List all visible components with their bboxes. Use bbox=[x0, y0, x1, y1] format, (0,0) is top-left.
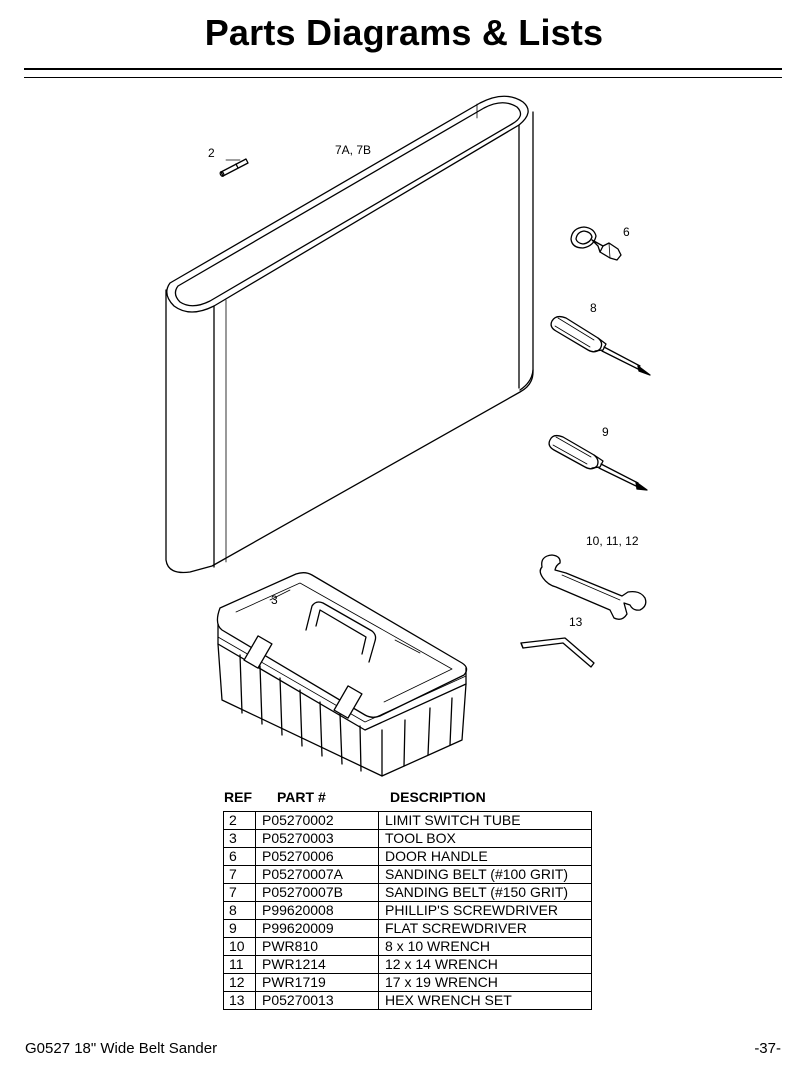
door-handle-icon bbox=[570, 226, 622, 261]
ref-cell: 8 bbox=[223, 901, 256, 920]
part-number-cell: P05270007A bbox=[255, 865, 379, 884]
callout-8: 8 bbox=[590, 301, 597, 315]
callout-3: 3 bbox=[271, 593, 278, 607]
tool-box-icon bbox=[216, 572, 468, 777]
callout-9: 9 bbox=[602, 425, 609, 439]
description-cell: TOOL BOX bbox=[378, 829, 592, 848]
description-cell: 17 x 19 WRENCH bbox=[378, 973, 592, 992]
ref-cell: 9 bbox=[223, 919, 256, 938]
parts-diagram: 2 7A, 7B 6 8 9 10, 11, 12 3 13 bbox=[165, 95, 651, 777]
header-description: DESCRIPTION bbox=[390, 789, 486, 805]
title-rule-thick bbox=[24, 68, 782, 70]
part-number-cell: P05270007B bbox=[255, 883, 379, 902]
ref-cell: 13 bbox=[223, 991, 256, 1010]
part-number-cell: P05270002 bbox=[255, 811, 379, 830]
description-cell: 12 x 14 WRENCH bbox=[378, 955, 592, 974]
ref-cell: 3 bbox=[223, 829, 256, 848]
callout-6: 6 bbox=[623, 225, 630, 239]
header-ref: REF bbox=[224, 789, 252, 805]
hex-wrench-icon bbox=[520, 637, 595, 668]
callout-7: 7A, 7B bbox=[335, 143, 371, 157]
limit-switch-tube-icon bbox=[219, 158, 249, 177]
ref-cell: 11 bbox=[223, 955, 256, 974]
part-number-cell: P99620008 bbox=[255, 901, 379, 920]
description-cell: FLAT SCREWDRIVER bbox=[378, 919, 592, 938]
title-rule-thin bbox=[24, 77, 782, 78]
ref-cell: 12 bbox=[223, 973, 256, 992]
ref-cell: 7 bbox=[223, 865, 256, 884]
callout-2: 2 bbox=[208, 146, 215, 160]
part-number-cell: P05270006 bbox=[255, 847, 379, 866]
description-cell: DOOR HANDLE bbox=[378, 847, 592, 866]
flat-screwdriver-icon bbox=[548, 434, 648, 491]
part-number-cell: P05270013 bbox=[255, 991, 379, 1010]
ref-cell: 7 bbox=[223, 883, 256, 902]
part-number-cell: PWR1719 bbox=[255, 973, 379, 992]
page-title: Parts Diagrams & Lists bbox=[204, 12, 604, 53]
footer-model: G0527 18" Wide Belt Sander bbox=[25, 1040, 218, 1057]
ref-cell: 10 bbox=[223, 937, 256, 956]
part-number-cell: PWR810 bbox=[255, 937, 379, 956]
description-cell: HEX WRENCH SET bbox=[378, 991, 592, 1010]
sanding-belt-icon bbox=[165, 95, 534, 574]
part-number-cell: P99620009 bbox=[255, 919, 379, 938]
ref-cell: 2 bbox=[223, 811, 256, 830]
wrench-icon bbox=[539, 554, 647, 620]
ref-cell: 6 bbox=[223, 847, 256, 866]
part-number-cell: P05270003 bbox=[255, 829, 379, 848]
description-cell: LIMIT SWITCH TUBE bbox=[378, 811, 592, 830]
header-part-number: PART # bbox=[277, 789, 326, 805]
description-cell: SANDING BELT (#100 GRIT) bbox=[378, 865, 592, 884]
description-cell: SANDING BELT (#150 GRIT) bbox=[378, 883, 592, 902]
part-number-cell: PWR1214 bbox=[255, 955, 379, 974]
phillips-screwdriver-icon bbox=[550, 315, 651, 376]
callout-13: 13 bbox=[569, 615, 583, 629]
description-cell: PHILLIP'S SCREWDRIVER bbox=[378, 901, 592, 920]
footer-page-number: -37- bbox=[754, 1040, 781, 1057]
description-cell: 8 x 10 WRENCH bbox=[378, 937, 592, 956]
callout-10-11-12: 10, 11, 12 bbox=[586, 534, 639, 548]
